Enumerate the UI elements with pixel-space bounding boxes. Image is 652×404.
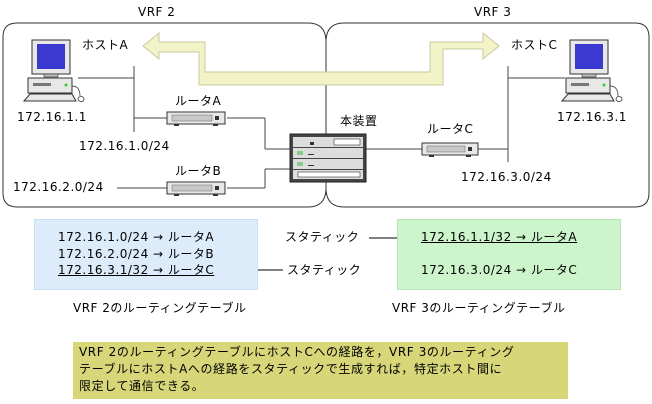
note-line: テーブルにホストAへの経路をスタティックで生成すれば，特定ホスト間に: [79, 362, 503, 376]
vrf3-zone-label: VRF 3: [474, 5, 512, 19]
static-label-vrf2: スタティック: [287, 263, 362, 277]
host-c-ip: 172.16.3.1: [557, 110, 627, 124]
vrf3-table-caption: VRF 3のルーティングテーブル: [392, 301, 566, 315]
router-icon-c: [421, 142, 479, 157]
vrf2-zone-label: VRF 2: [138, 5, 176, 19]
vrf3-route-row: 172.16.3.0/24 → ルータC: [421, 263, 578, 277]
device-label: 本装置: [340, 114, 378, 128]
network-label-net2: 172.16.2.0/24: [13, 180, 104, 194]
note-line: VRF 2のルーティングテーブルにホストCへの経路を，VRF 3のルーティング: [79, 345, 515, 359]
router-icon-a: [166, 111, 226, 126]
vrf2-zone: [2, 22, 327, 208]
note-line: 限定して通信できる。: [79, 379, 205, 393]
vrf2-table-caption: VRF 2のルーティングテーブル: [73, 301, 247, 315]
vrf3-zone: [325, 22, 650, 208]
vrf3-route-row-static: 172.16.1.1/32 → ルータA: [421, 230, 578, 244]
host-c-label: ホストC: [511, 38, 558, 52]
static-label-vrf3: スタティック: [285, 230, 360, 244]
network-label-net1: 172.16.1.0/24: [79, 139, 170, 153]
computer-icon-host-a: [22, 39, 85, 102]
flow-arrow: [142, 31, 500, 86]
computer-icon-host-c: [560, 39, 623, 102]
router-a-label: ルータA: [175, 94, 222, 108]
network-label-net3: 172.16.3.0/24: [461, 170, 552, 184]
vrf2-route-row-static: 172.16.3.1/32 → ルータC: [58, 263, 215, 277]
vrf2-routing-table: [34, 219, 258, 290]
vrf3-routing-table: [397, 219, 621, 290]
host-a-label: ホストA: [82, 38, 129, 52]
router-b-label: ルータB: [175, 164, 222, 178]
explanation-note: VRF 2のルーティングテーブルにホストCへの経路を，VRF 3のルーティング …: [73, 342, 568, 399]
switch-device-icon: [289, 133, 367, 183]
vrf2-route-row: 172.16.2.0/24 → ルータB: [58, 247, 215, 261]
vrf2-route-row: 172.16.1.0/24 → ルータA: [58, 230, 215, 244]
router-c-label: ルータC: [427, 122, 474, 136]
host-a-ip: 172.16.1.1: [17, 110, 87, 124]
router-icon-b: [166, 181, 226, 196]
